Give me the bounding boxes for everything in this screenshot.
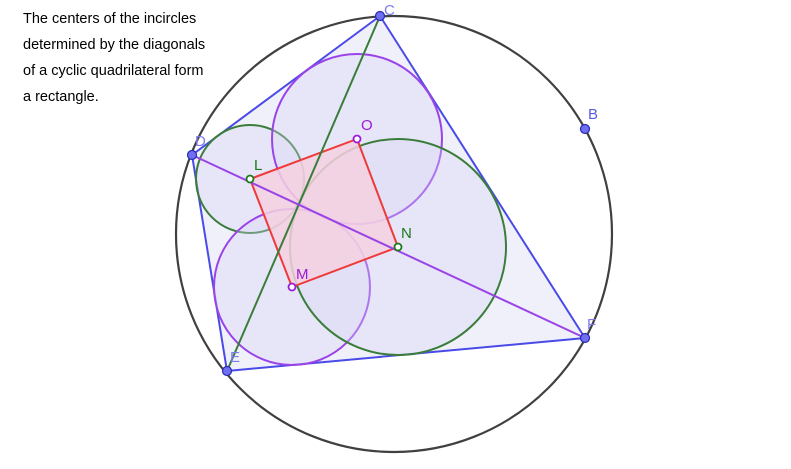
point-O-label: O — [361, 117, 373, 134]
point-M-marker[interactable] — [287, 282, 297, 292]
point-D-label: D — [195, 133, 206, 150]
point-L-label: L — [254, 157, 262, 174]
circumcircle — [174, 14, 614, 454]
point-E-label: E — [230, 349, 240, 366]
diagonal-CE — [226, 15, 381, 372]
point-O-marker[interactable] — [352, 134, 362, 144]
diagonal-DF — [191, 154, 586, 339]
point-E-marker[interactable] — [221, 365, 233, 377]
point-F-label: F — [587, 316, 596, 333]
point-C-label: C — [384, 2, 395, 19]
point-N-marker[interactable] — [393, 242, 403, 252]
point-N-label: N — [401, 225, 412, 242]
point-C-marker[interactable] — [374, 10, 386, 22]
caption-text: The centers of the incircles determined … — [23, 6, 253, 110]
point-B-marker[interactable] — [579, 123, 591, 135]
point-D-marker[interactable] — [186, 149, 198, 161]
point-F-marker[interactable] — [579, 332, 591, 344]
point-M-label: M — [296, 266, 309, 283]
caption-line-2: determined by the diagonals — [23, 37, 206, 53]
point-B-label: B — [588, 106, 598, 123]
caption-line-1: The centers of the incircles — [23, 11, 197, 27]
point-L-marker[interactable] — [245, 174, 255, 184]
caption-line-3: of a cyclic quadrilateral form — [23, 63, 204, 79]
caption-line-4: a rectangle. — [23, 89, 99, 105]
